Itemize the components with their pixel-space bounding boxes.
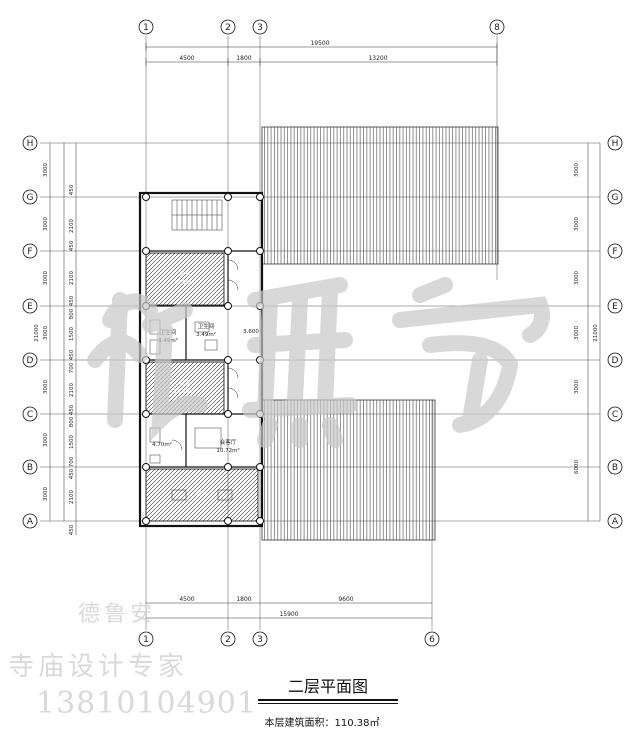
- watermark-calligraphy: [87, 277, 550, 448]
- room-area-bedroom-1: 14.50m²: [173, 279, 196, 286]
- axis-top-1: 1: [143, 23, 149, 33]
- room-label-bath-2: 卫生间: [198, 322, 215, 330]
- dim-top-total: 19500: [310, 40, 329, 47]
- dim-bottom-seg-1: 4500: [179, 596, 194, 603]
- dim-left-inner-12: 800: [69, 416, 75, 427]
- axis-left-g: G: [27, 193, 34, 203]
- dimension-lines-top: [145, 43, 498, 66]
- dim-right-outer-5: 3000: [574, 380, 580, 394]
- axis-right-b: B: [612, 463, 618, 473]
- dim-left-inner-7: 1500: [69, 327, 75, 341]
- axis-top-3: 3: [257, 23, 263, 33]
- dim-bottom-seg-2: 1800: [236, 596, 251, 603]
- room-area-bath-2: 3.49m²: [196, 331, 216, 338]
- title-underline-thick: [258, 699, 398, 701]
- axis-right-d: D: [612, 356, 619, 366]
- axis-right-a: A: [612, 517, 619, 527]
- room-terrace-hatch: [145, 468, 259, 522]
- dim-left-inner-14: 700: [69, 456, 75, 467]
- axis-left-h: H: [27, 139, 34, 149]
- axis-left-d: D: [27, 356, 34, 366]
- dim-right-outer-3: 3000: [574, 271, 580, 285]
- axis-right-f: F: [612, 247, 617, 257]
- axis-bottom-6: 6: [429, 635, 435, 645]
- room-area-reception: 10.72m²: [216, 447, 239, 454]
- dim-left-outer-7: 3000: [43, 487, 49, 501]
- roof-upper: [261, 126, 499, 265]
- dim-left-total: 21000: [34, 324, 40, 342]
- elevation-mark: 3.600: [243, 329, 259, 335]
- dim-left-inner-16: 2100: [69, 490, 75, 504]
- dim-left-inner-6: 800: [69, 308, 75, 319]
- axis-bubbles-left: [22, 135, 38, 529]
- stair: [171, 199, 223, 231]
- dim-left-inner-5: 450: [69, 295, 75, 306]
- dim-bottom-total: 15900: [279, 611, 298, 618]
- door-swings: [171, 259, 239, 451]
- room-label-bedroom-1: 卧室: [179, 270, 191, 278]
- dim-left-inner-2: 2100: [69, 219, 75, 233]
- axis-left-c: C: [27, 410, 33, 420]
- dim-left-outer-4: 3000: [43, 326, 49, 340]
- dim-left-inner-3: 450: [69, 240, 75, 251]
- drawing-title-block: 二层平面图: [258, 673, 398, 704]
- axis-bottom-1: 1: [143, 635, 149, 645]
- room-label-reception: 会客厅: [220, 438, 237, 446]
- dim-left-inner-8: 450: [69, 349, 75, 360]
- axis-right-e: E: [612, 302, 618, 312]
- room-area-storage: 4.70m²: [152, 441, 172, 448]
- axis-left-b: B: [27, 463, 33, 473]
- axis-bubbles-right: [607, 135, 623, 529]
- axis-right-c: C: [612, 410, 618, 420]
- watermark-slogan: 寺庙设计专家: [8, 652, 189, 682]
- watermark-brand: 德鲁安: [78, 602, 157, 627]
- interior-walls: [146, 250, 262, 468]
- axis-left-a: A: [27, 517, 34, 527]
- room-area-bedroom-2: 14.50m²: [173, 388, 196, 395]
- axis-right-h: H: [612, 139, 619, 149]
- dim-right-outer-1: 3000: [574, 163, 580, 177]
- dim-top-seg-1: 4500: [179, 55, 194, 62]
- dim-left-inner-13: 1500: [69, 435, 75, 449]
- axis-left-e: E: [27, 302, 33, 312]
- dim-right-total: 21000: [593, 324, 599, 342]
- dim-left-outer-1: 3000: [43, 163, 49, 177]
- axis-top-8: 8: [494, 23, 500, 33]
- dim-left-inner-1: 450: [69, 184, 75, 195]
- title-underline-thin: [258, 703, 398, 704]
- axis-top-2: 2: [225, 23, 231, 33]
- dim-left-inner-10: 2100: [69, 383, 75, 397]
- roof-lower: [261, 399, 436, 541]
- axis-right-g: G: [612, 193, 619, 203]
- dim-left-inner-4: 2100: [69, 271, 75, 285]
- dim-left-outer-3: 3000: [43, 271, 49, 285]
- watermark-phone: 13810104901: [36, 686, 257, 721]
- dim-left-inner-17: 450: [69, 524, 75, 535]
- axis-bottom-3: 3: [257, 635, 263, 645]
- room-label-terrace: 露台: [196, 489, 208, 497]
- dim-top-seg-2: 1800: [236, 55, 251, 62]
- dim-left-outer-2: 3000: [43, 217, 49, 231]
- dim-left-inner-15: 450: [69, 468, 75, 479]
- drawing-title: 二层平面图: [287, 677, 368, 696]
- axis-bubbles-bottom: [138, 631, 440, 647]
- floor-area-label: 本层建筑面积：110.38㎡: [264, 718, 380, 729]
- dim-left-inner-11: 450: [69, 404, 75, 415]
- dim-right-outer-6: 6000: [574, 460, 580, 474]
- dim-left-outer-6: 3000: [43, 433, 49, 447]
- axis-bubbles-top: [138, 19, 505, 35]
- dim-top-seg-3: 13200: [368, 55, 387, 62]
- axis-bottom-2: 2: [225, 635, 231, 645]
- axis-left-f: F: [27, 247, 32, 257]
- dimension-lines-sides: [49, 143, 601, 535]
- dimension-lines-bottom: [146, 602, 432, 619]
- dim-left-outer-5: 3000: [43, 380, 49, 394]
- room-bedroom-1-hatch: [145, 252, 225, 306]
- room-label-bedroom-2: 卧室: [179, 379, 191, 387]
- dim-right-outer-2: 3000: [574, 217, 580, 231]
- dim-right-outer-4: 3000: [574, 326, 580, 340]
- dim-left-inner-9: 700: [69, 362, 75, 373]
- dim-bottom-seg-3: 9600: [338, 596, 353, 603]
